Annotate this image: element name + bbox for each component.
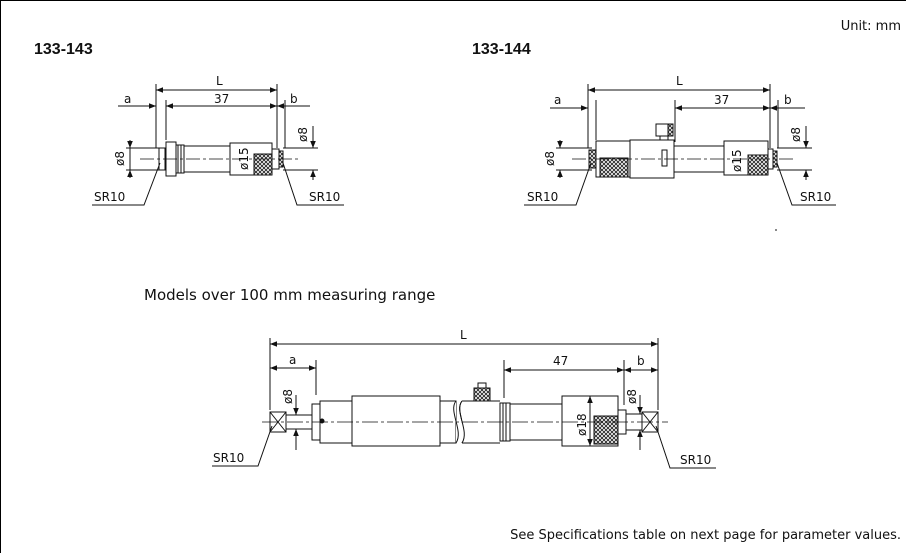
sr10-left: SR10 (94, 190, 125, 204)
labels-over-100mm: L a 47 b ø8 ø8 ø18 SR10 SR10 (213, 328, 711, 467)
dim-a: a (124, 92, 131, 106)
dim-37: 37 (714, 93, 729, 107)
dim-d15: ø15 (237, 147, 251, 170)
sr10-right: SR10 (680, 453, 711, 467)
section-caption: Models over 100 mm measuring range (144, 286, 436, 304)
dim-d8-right: ø8 (789, 127, 803, 142)
drawing-133-143 (92, 84, 344, 206)
sr10-left: SR10 (527, 190, 558, 204)
dim-47: 47 (553, 354, 568, 368)
drawing-133-144 (524, 84, 836, 231)
model-id-right: 133-144 (472, 41, 531, 58)
dim-d8-left: ø8 (113, 151, 127, 166)
dim-b: b (784, 93, 792, 107)
dim-b: b (637, 354, 645, 368)
dim-L: L (460, 328, 467, 342)
footnote: See Specifications table on next page fo… (510, 528, 901, 543)
dim-d8-right: ø8 (625, 389, 639, 404)
model-id-left: 133-143 (34, 41, 93, 58)
dim-d8-left: ø8 (281, 389, 295, 404)
dim-d8-left: ø8 (543, 151, 557, 166)
dim-d8-right: ø8 (296, 127, 310, 142)
sr10-right: SR10 (309, 190, 340, 204)
sr10-right: SR10 (800, 190, 831, 204)
dim-d15: ø15 (730, 149, 744, 172)
dim-a: a (289, 353, 296, 367)
dim-a: a (554, 93, 561, 107)
dim-b: b (290, 92, 298, 106)
unit-label: Unit: mm (840, 19, 901, 34)
dim-L: L (676, 74, 683, 88)
labels-133-144: L a 37 b ø8 ø8 ø15 SR10 SR10 (527, 74, 831, 204)
drawing-over-100mm (212, 338, 716, 469)
dim-37: 37 (214, 92, 229, 106)
labels-133-143: L a 37 b ø8 ø8 ø15 SR10 SR10 (94, 74, 340, 204)
dim-d18: ø18 (575, 413, 589, 436)
dim-L: L (216, 74, 223, 88)
sr10-left: SR10 (213, 451, 244, 465)
